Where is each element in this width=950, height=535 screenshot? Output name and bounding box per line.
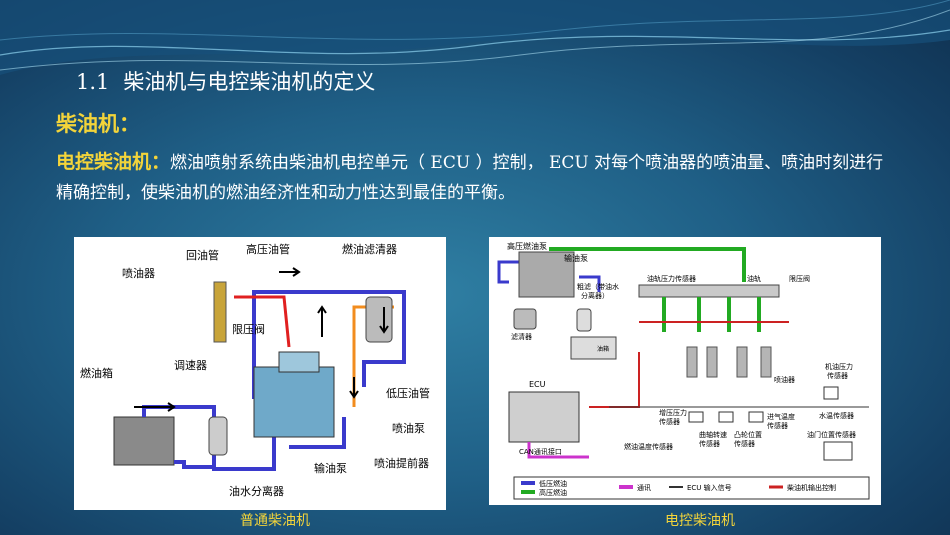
label-fuel-filter: 燃油滤清器 (342, 242, 397, 256)
label-intake-a: 进气温度 (767, 412, 795, 421)
ecu-definition: 电控柴油机：燃油喷射系统由柴油机电控单元（ ECU ）控制， ECU 对每个喷油… (56, 147, 896, 208)
label-fine-filter: 滤清器 (511, 332, 532, 341)
label-can: CAN通讯接口 (519, 447, 562, 456)
label-rail-sensor: 油轨压力传感器 (647, 274, 696, 283)
label-ecu: ECU (529, 380, 546, 389)
rail-shape (638, 284, 780, 298)
label-boost-b: 传感器 (659, 417, 680, 426)
label-filter-a: 粗滤（带油水 (577, 282, 619, 291)
label-crank-a: 曲轴转速 (699, 430, 727, 439)
legend-comm: 通讯 (637, 483, 651, 492)
label-cam-a: 凸轮位置 (734, 430, 762, 439)
label-injection-pump: 喷油泵 (392, 421, 425, 435)
label-water-separator: 油水分离器 (229, 484, 284, 498)
injector-shape (213, 281, 227, 343)
ecu-shape (508, 391, 580, 443)
label-transfer-pump: 输油泵 (564, 253, 588, 263)
label-limit-valve: 限压阀 (789, 274, 810, 283)
label-hp-pump: 高压燃油泵 (507, 241, 547, 251)
caption-conventional: 普通柴油机 (240, 513, 310, 529)
label-filter-b: 分离器） (581, 291, 609, 300)
label-oil-sensor-b: 传感器 (827, 371, 848, 380)
fuel-filter-shape (365, 296, 393, 343)
diesel-heading: 柴油机： (56, 112, 140, 136)
legend-hp: 高压燃油 (539, 488, 567, 497)
ecu-diesel-term: 电控柴油机： (56, 151, 171, 173)
label-crank-b: 传感器 (699, 439, 720, 448)
legend-output: 柴油机输出控制 (787, 483, 836, 492)
label-rail: 油轨 (747, 274, 761, 283)
injection-pump-shape (253, 366, 335, 438)
conventional-diesel-figure: 回油管 高压油管 燃油滤清器 喷油器 限压阀 调速器 燃油箱 低压油管 喷油泵 … (74, 237, 446, 510)
label-return-pipe: 回油管 (186, 248, 219, 262)
label-throttle-sensor: 油门位置传感器 (807, 430, 856, 439)
hp-pump-shape (518, 251, 575, 298)
caption-electronic: 电控柴油机 (665, 513, 735, 529)
electronic-diesel-figure: 高压燃油泵 输油泵 粗滤（带油水 分离器） 油轨压力传感器 油轨 限压阀 滤清器… (489, 237, 881, 505)
definition-text: 燃油喷射系统由柴油机电控单元（ ECU ）控制， ECU 对每个喷油器的喷油量、… (56, 153, 884, 203)
label-fuel-temp-sensor: 燃油温度传感器 (624, 442, 673, 451)
label-advance-device: 喷油提前器 (374, 456, 429, 470)
header-waves (0, 0, 950, 75)
label-boost-a: 增压压力 (659, 408, 687, 417)
tank-shape (570, 336, 617, 360)
label-tank: 油箱 (597, 345, 609, 353)
label-intake-b: 传感器 (767, 421, 788, 430)
fuel-tank-shape (113, 416, 175, 466)
water-separator-shape (208, 416, 228, 456)
label-oil-sensor-a: 机油压力 (825, 362, 853, 371)
label-governor: 调速器 (174, 359, 207, 372)
label-water-sensor: 水温传感器 (819, 411, 854, 420)
label-cam-b: 传感器 (734, 439, 755, 448)
label-hp-pipe: 高压油管 (246, 242, 290, 256)
label-injector: 喷油器 (774, 375, 795, 384)
legend-input: ECU 输入信号 (687, 483, 732, 492)
label-fuel-tank: 燃油箱 (80, 366, 113, 380)
label-transfer-pump: 输油泵 (314, 461, 347, 475)
legend-box (513, 476, 870, 500)
label-lp-pipe: 低压油管 (386, 386, 430, 400)
label-injector: 喷油器 (122, 266, 155, 280)
label-limit-valve: 限压阀 (232, 322, 265, 336)
legend-lp: 低压燃油 (539, 479, 567, 488)
